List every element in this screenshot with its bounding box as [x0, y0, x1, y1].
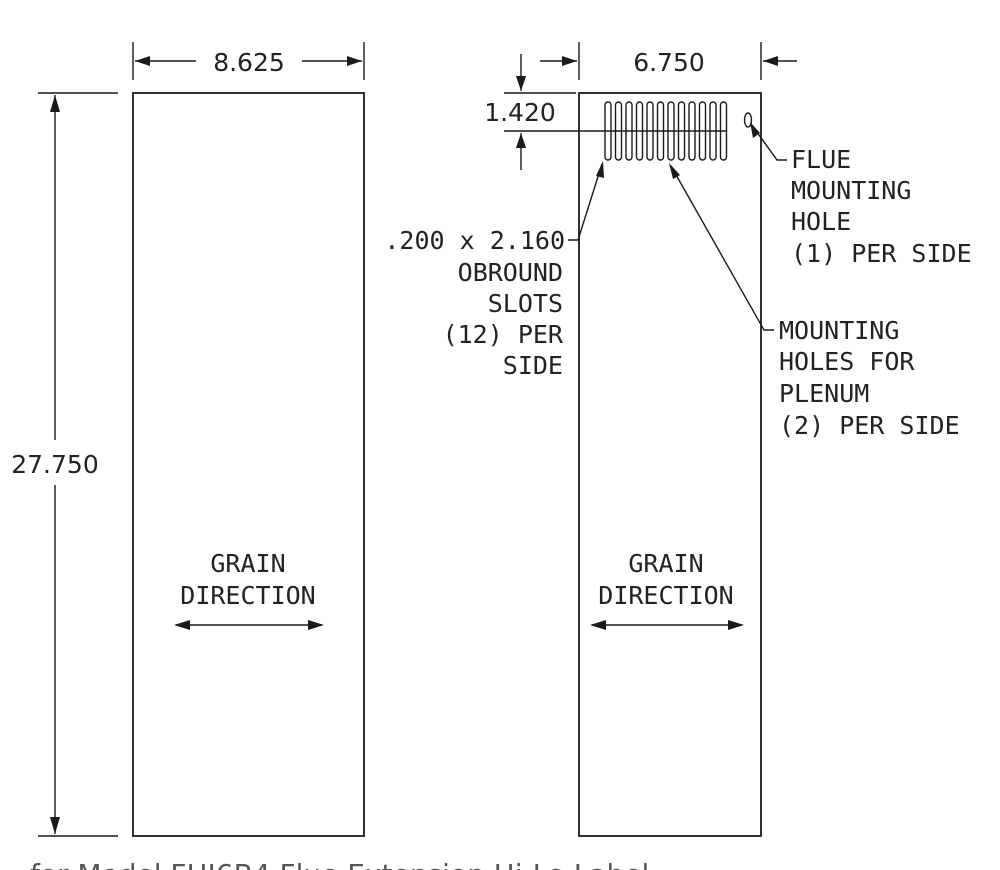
left-height-label: 27.750 — [11, 450, 98, 479]
right-panel: 6.750 1.420 GRAIN DIRECTION — [484, 42, 797, 837]
flue-hole-callout: FLUE MOUNTING HOLE (1) PER SIDE — [750, 122, 972, 268]
obround-slot — [646, 101, 654, 161]
plenum-callout-line-3: PLENUM — [779, 379, 869, 408]
obround-slot — [719, 101, 728, 161]
right-grain-direction: GRAIN DIRECTION — [590, 549, 744, 630]
obround-slot — [667, 101, 675, 161]
right-grain-line-2: DIRECTION — [598, 581, 733, 610]
slots-callout-line-4: (12) PER — [443, 320, 564, 349]
left-width-label: 8.625 — [213, 48, 285, 77]
plenum-callout-line-1: MOUNTING — [779, 316, 899, 345]
obround-slot — [698, 101, 707, 161]
obround-slot — [709, 101, 717, 161]
left-grain-line-1: GRAIN — [210, 549, 285, 578]
slots-callout: .200 x 2.160 OBROUND SLOTS (12) PER SIDE — [384, 161, 604, 380]
plenum-callout-line-4: (2) PER SIDE — [779, 411, 960, 440]
left-grain-line-2: DIRECTION — [180, 581, 315, 610]
plenum-holes-callout: MOUNTING HOLES FOR PLENUM (2) PER SIDE — [669, 163, 960, 440]
flue-callout-line-3: HOLE — [791, 207, 851, 236]
obround-slot — [688, 101, 696, 161]
slots-callout-line-3: SLOTS — [488, 289, 563, 318]
right-grain-line-1: GRAIN — [628, 549, 703, 578]
right-width-label: 6.750 — [633, 48, 705, 77]
flue-callout-line-4: (1) PER SIDE — [791, 239, 972, 268]
plenum-callout-line-2: HOLES FOR — [779, 347, 915, 376]
flue-mounting-hole — [743, 112, 753, 128]
obround-slot — [604, 101, 612, 161]
slots-callout-line-5: SIDE — [503, 351, 563, 380]
slot-offset-label: 1.420 — [484, 98, 556, 127]
bottom-caption: for Model FHI6B4 Flue Extension Hi-Lo La… — [30, 858, 649, 870]
obround-slot — [614, 101, 623, 161]
right-panel-outline — [578, 92, 762, 837]
slots-callout-line-1: .200 x 2.160 — [384, 226, 565, 255]
obround-slot — [677, 101, 686, 161]
obround-slots — [604, 101, 728, 161]
obround-slot — [625, 101, 633, 161]
left-panel: 8.625 27.750 GRAIN DIRECTION — [11, 42, 365, 837]
left-grain-direction: GRAIN DIRECTION — [174, 549, 324, 630]
left-width-dimension: 8.625 — [132, 42, 365, 80]
left-panel-outline — [132, 92, 365, 837]
obround-slot — [635, 101, 644, 161]
flue-callout-line-1: FLUE — [791, 145, 851, 174]
obround-slot — [656, 101, 665, 161]
right-width-dimension: 6.750 — [540, 42, 797, 80]
left-height-dimension: 27.750 — [11, 92, 118, 837]
slots-callout-line-2: OBROUND — [458, 258, 563, 287]
flue-callout-line-2: MOUNTING — [791, 176, 911, 205]
